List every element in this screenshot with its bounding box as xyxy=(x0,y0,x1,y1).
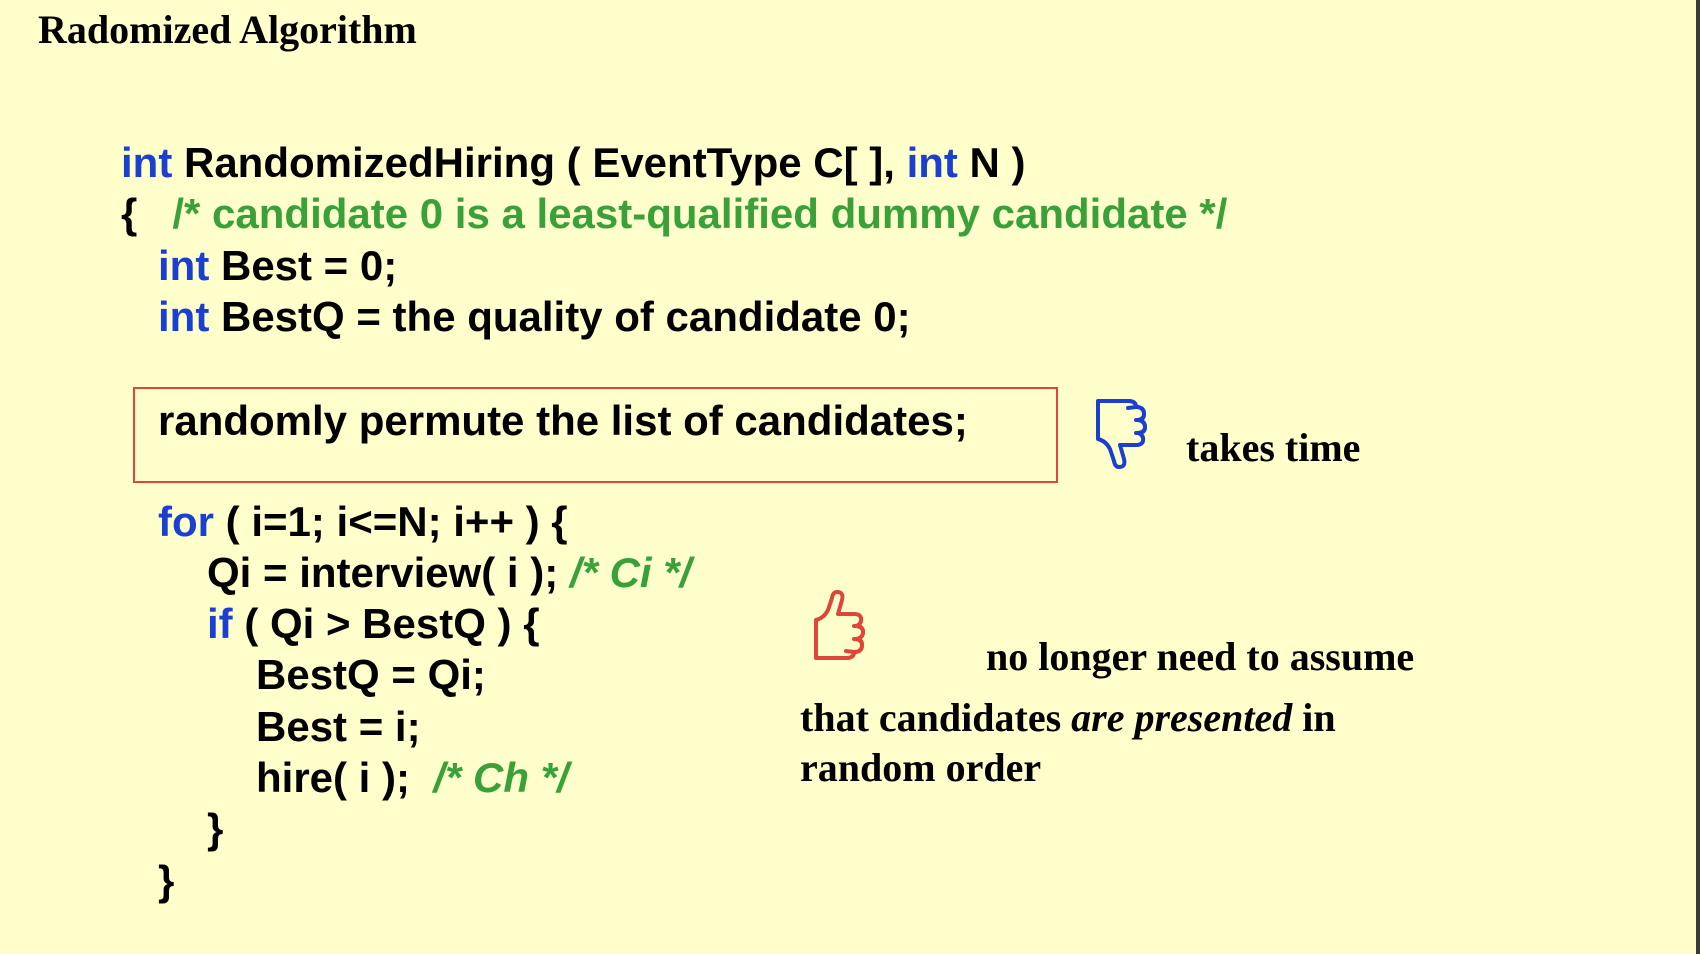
window-edge xyxy=(1696,0,1700,954)
keyword-int: int xyxy=(158,293,210,340)
code-text: ( Qi > BestQ ) { xyxy=(232,600,540,647)
note-presented: that candidates are presented in xyxy=(800,694,1336,741)
thumbs-up-icon xyxy=(814,590,865,660)
code-line-best: int Best = 0; xyxy=(158,245,397,287)
keyword-int: int xyxy=(121,139,173,186)
code-comment: /* Ch */ xyxy=(433,754,569,801)
code-line-open-brace: { /* candidate 0 is a least-qualified du… xyxy=(121,193,1227,235)
note-text: that candidates xyxy=(800,695,1072,740)
code-comment: /* candidate 0 is a least-qualified dumm… xyxy=(172,190,1228,237)
code-text: BestQ = Qi; xyxy=(256,651,486,698)
code-line-hire: hire( i ); /* Ch */ xyxy=(256,757,569,799)
code-text: Qi = interview( i ); xyxy=(207,549,570,596)
note-no-longer: no longer need to assume xyxy=(986,634,1415,679)
code-text: Best = i; xyxy=(256,703,421,750)
code-line-close-if: } xyxy=(207,808,223,850)
code-text: randomly permute the list of candidates; xyxy=(158,397,968,444)
note-text: in xyxy=(1292,695,1336,740)
code-brace: } xyxy=(207,805,224,852)
code-line-interview: Qi = interview( i ); /* Ci */ xyxy=(207,552,691,594)
note-takes-time: takes time xyxy=(1186,425,1361,470)
code-text: BestQ = the quality of candidate 0; xyxy=(209,293,911,340)
keyword-if: if xyxy=(207,600,233,647)
code-line-permute: randomly permute the list of candidates; xyxy=(158,400,968,442)
code-line-if: if ( Qi > BestQ ) { xyxy=(207,603,540,645)
code-line-signature: int RandomizedHiring ( EventType C[ ], i… xyxy=(121,142,1026,184)
code-line-close-fn: } xyxy=(158,860,174,902)
code-comment: /* Ci */ xyxy=(569,549,692,596)
note-random-order: random order xyxy=(800,745,1042,790)
keyword-int: int xyxy=(158,242,210,289)
code-line-bestq: int BestQ = the quality of candidate 0; xyxy=(158,296,911,338)
code-text: N ) xyxy=(957,139,1026,186)
code-brace: { xyxy=(121,190,138,237)
thumbs-down-icon xyxy=(1096,399,1147,469)
keyword-int: int xyxy=(906,139,958,186)
code-line-assign-bestq: BestQ = Qi; xyxy=(256,654,486,696)
code-text: Best = 0; xyxy=(209,242,398,289)
keyword-for: for xyxy=(158,498,214,545)
code-line-assign-best: Best = i; xyxy=(256,706,421,748)
code-brace: } xyxy=(158,857,175,904)
code-text: ( i=1; i<=N; i++ ) { xyxy=(214,498,568,545)
slide-title: Radomized Algorithm xyxy=(38,7,417,52)
code-text: RandomizedHiring ( EventType C[ ], xyxy=(172,139,907,186)
code-text: hire( i ); xyxy=(256,754,434,801)
code-line-for: for ( i=1; i<=N; i++ ) { xyxy=(158,501,568,543)
note-emphasis: are presented xyxy=(1071,695,1293,740)
highlight-box xyxy=(133,387,1058,483)
